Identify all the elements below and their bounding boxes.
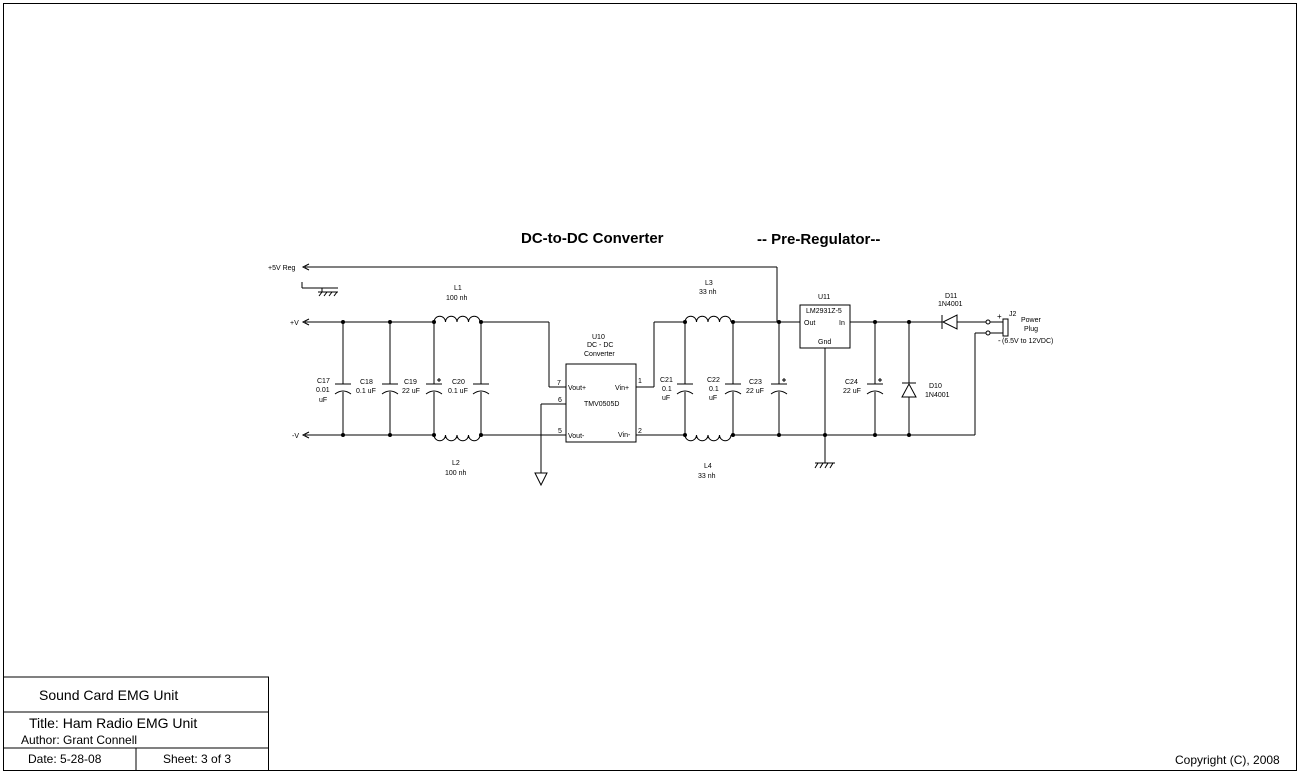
connector-J2 [985, 318, 1009, 337]
diode-D10-val: 1N4001 [925, 392, 950, 399]
connector-J2-name1: Power [1021, 317, 1042, 324]
copyright-notice: Copyright (C), 2008 [1175, 753, 1280, 767]
net-label-5v-reg: +5V Reg [268, 263, 310, 272]
title-block-sheet: Sheet: 3 of 3 [163, 752, 231, 766]
ic-U10-ref: U10 [592, 334, 605, 341]
title-block-author: Author: Grant Connell [21, 733, 137, 747]
ic-U10-pin-vout-n: Vout- [568, 433, 585, 440]
cap-C22-ref: C22 [707, 377, 720, 384]
inductor-L4-ref: L4 [704, 463, 712, 470]
cap-C17-ref: C17 [317, 378, 330, 385]
diode-D11 [941, 314, 958, 330]
cap-C19-ref: C19 [404, 379, 417, 386]
inductor-L2-value: 100 nh [445, 470, 467, 477]
ic-U11-gnd: Gnd [818, 339, 831, 346]
section-title-preregulator: -- Pre-Regulator-- [757, 231, 880, 248]
cap-C18-val: 0.1 uF [356, 388, 376, 395]
cap-C18-ref: C18 [360, 379, 373, 386]
inductor-L3 [684, 315, 732, 323]
connector-J2-range: (6.5V to 12VDC) [1002, 338, 1053, 345]
ic-U10-pin-6: 6 [558, 397, 562, 404]
net-label-vpos: +V [290, 318, 310, 327]
inductor-L4 [684, 434, 732, 442]
ic-U10-body [565, 363, 637, 443]
cap-C17-val1: 0.01 [316, 387, 330, 394]
ic-U10-pin-5: 5 [558, 428, 562, 435]
diode-D10 [901, 382, 917, 398]
cap-C19-val: 22 uF [402, 388, 420, 395]
ic-U10-pin-7: 7 [557, 380, 561, 387]
inductor-L4-value: 33 nh [698, 473, 716, 480]
cap-C17-val2: uF [319, 397, 327, 404]
cap-C22-val2: uF [709, 395, 717, 402]
cap-C24-ref: C24 [845, 379, 858, 386]
connector-J2-minus: - [998, 336, 1001, 345]
ic-U11-in: In [839, 320, 845, 327]
ic-U10-pin-vout-p: Vout+ [568, 385, 586, 392]
diode-D10-ref: D10 [929, 383, 942, 390]
inductor-L1 [433, 315, 481, 323]
ic-U10-line1: DC - DC [587, 342, 613, 349]
inductor-L1-value: 100 nh [446, 295, 468, 302]
ic-U11-body [799, 304, 851, 349]
cap-C23-val: 22 uF [746, 388, 764, 395]
diode-D11-val: 1N4001 [938, 301, 963, 308]
ic-U10-line2: Converter [584, 351, 615, 358]
inductor-L3-value: 33 nh [699, 289, 717, 296]
title-block [3, 676, 269, 771]
ic-U10-pin-1: 1 [638, 378, 642, 385]
connector-J2-ref: J2 [1009, 311, 1017, 318]
signal-ground-symbol [534, 472, 548, 487]
net-5v-reg-label: +5V Reg [268, 265, 296, 272]
net-label-vneg: -V [292, 431, 310, 440]
sheet-border [3, 3, 1297, 771]
cap-C22-val1: 0.1 [709, 386, 719, 393]
chassis-ground-symbol [301, 282, 338, 297]
cap-C23-ref: C23 [749, 379, 762, 386]
ic-U10-part: TMV0505D [584, 401, 619, 408]
connector-J2-name2: Plug [1024, 326, 1038, 333]
title-block-title: Title: Ham Radio EMG Unit [29, 715, 197, 731]
ic-U11-ref: U11 [818, 294, 830, 301]
capacitor-plates [334, 383, 884, 395]
net-vpos-label: +V [290, 320, 299, 327]
wires [305, 266, 986, 473]
diode-D11-ref: D11 [945, 293, 957, 300]
ic-U11-part: LM2931Z-5 [806, 308, 842, 315]
inductor-L2-ref: L2 [452, 460, 460, 467]
cap-C21-val2: uF [662, 395, 670, 402]
section-title-dcdc: DC-to-DC Converter [521, 230, 664, 247]
inductor-L1-ref: L1 [454, 285, 462, 292]
cap-C21-ref: C21 [660, 377, 673, 384]
polarity-marks [437, 378, 882, 382]
ic-U10-pin-2: 2 [638, 428, 642, 435]
cap-C20-ref: C20 [452, 379, 465, 386]
inductor-L3-ref: L3 [705, 280, 713, 287]
net-vneg-label: -V [292, 433, 299, 440]
title-block-project: Sound Card EMG Unit [39, 687, 178, 703]
inductor-L2 [433, 434, 481, 442]
connector-J2-plus: + [997, 312, 1002, 321]
cap-C21-val1: 0.1 [662, 386, 672, 393]
cap-C20-val: 0.1 uF [448, 388, 468, 395]
chassis-ground-u11 [814, 462, 835, 469]
ic-U10-pin-vin-n: Vin- [618, 432, 631, 439]
cap-C24-val: 22 uF [843, 388, 861, 395]
title-block-date: Date: 5-28-08 [28, 752, 102, 766]
ic-U10-pin-vin-p: Vin+ [615, 385, 629, 392]
ic-U11-out: Out [804, 320, 815, 327]
